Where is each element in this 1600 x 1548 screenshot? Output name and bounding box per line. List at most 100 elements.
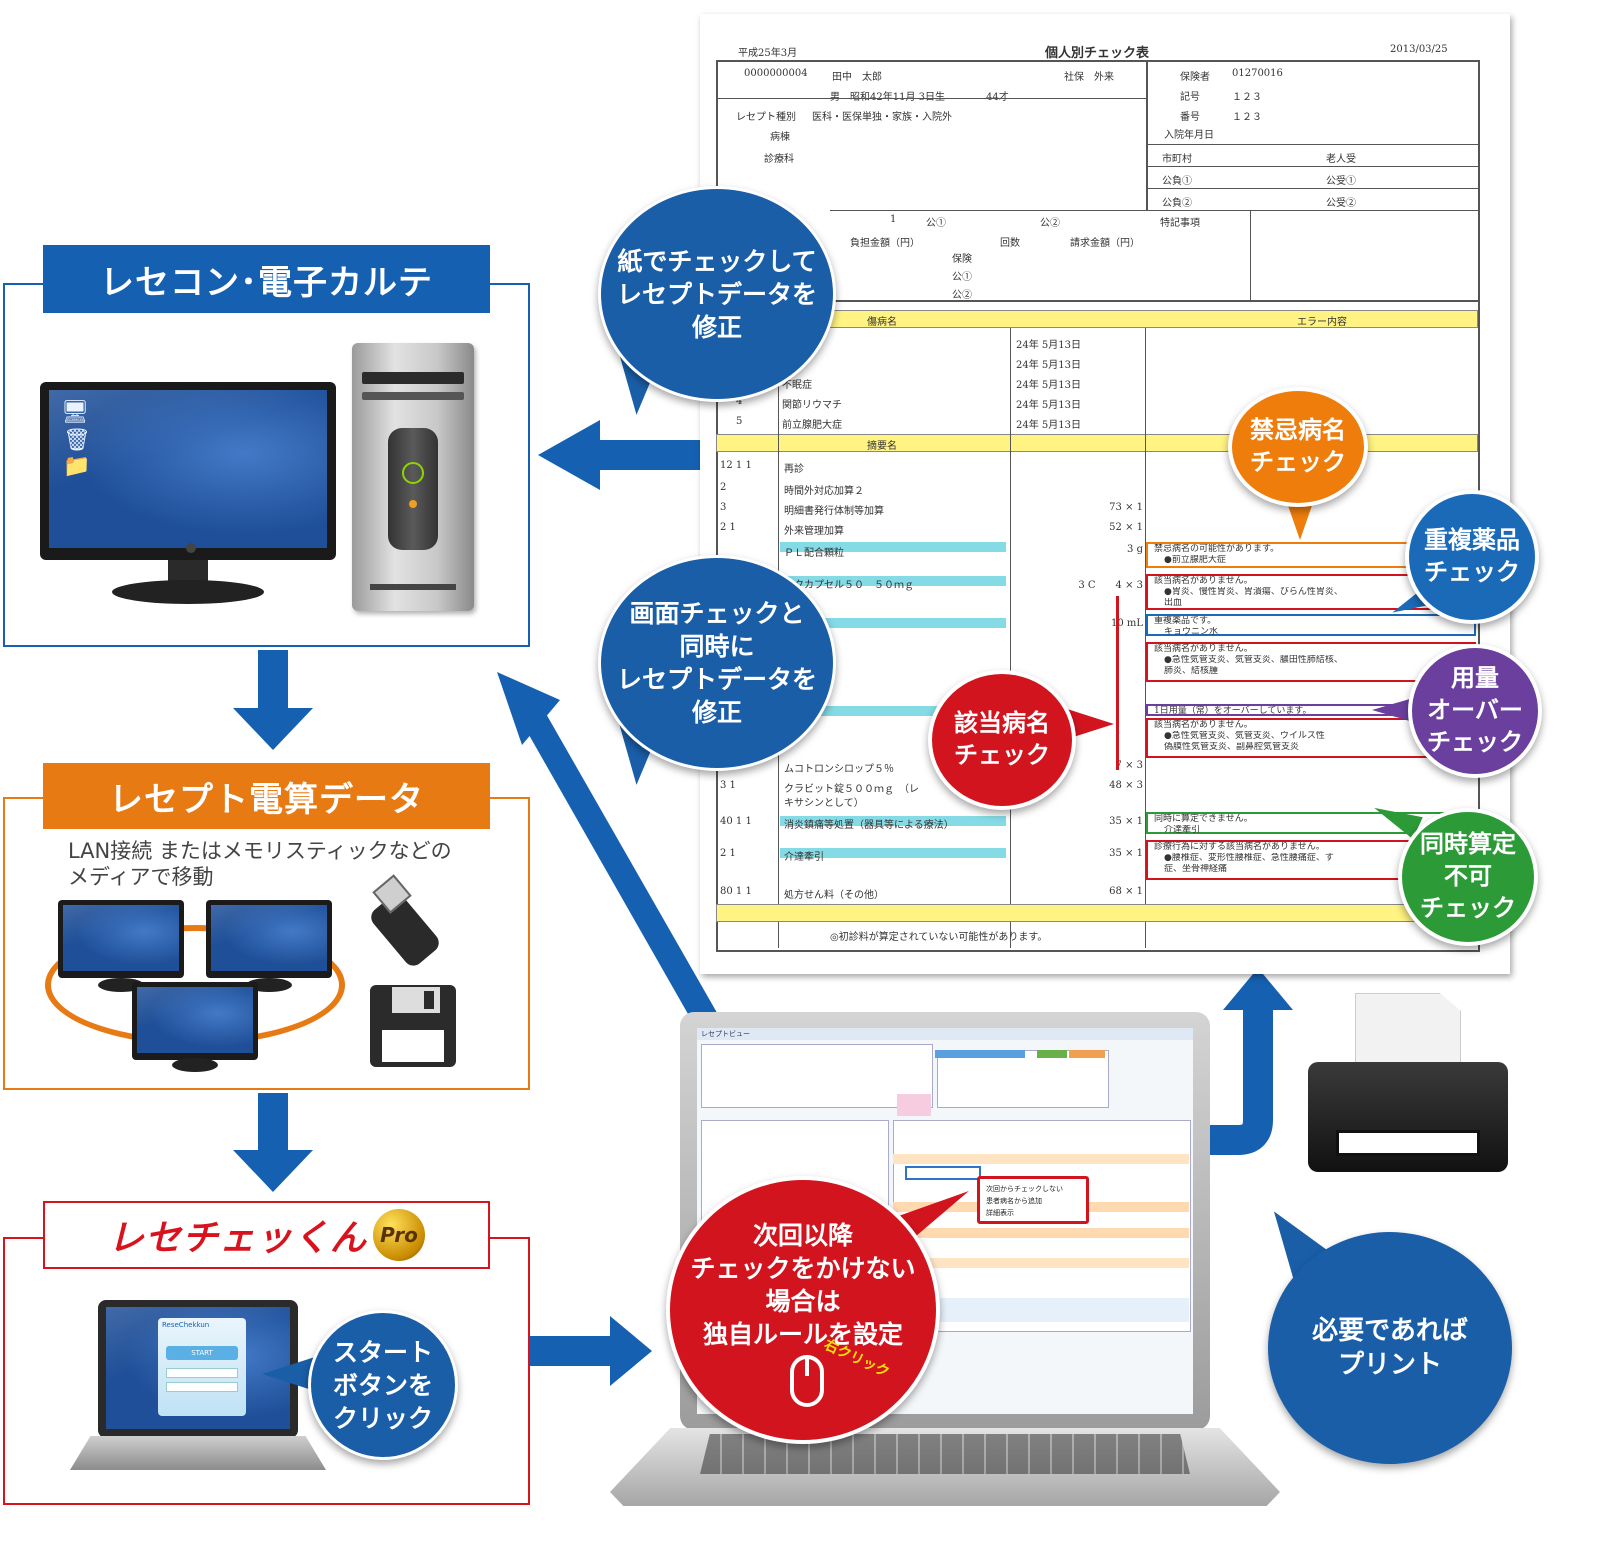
arrow-recon-to-densan-shaft [258,650,288,710]
treatment-row-code: 2 1 [720,848,736,859]
treatment-row-name: クラビット錠５００ｍｇ （レ [784,784,919,795]
recon-title: レセコン･電子カルテ [43,245,490,313]
doc-number-label: 番号 [1180,112,1200,123]
doc-col-burden: 負担金額（円） [850,238,920,249]
error-text-line1: 1日用量（常）をオーバーしています。 [1154,706,1312,716]
treatment-row-name: 再診 [784,464,804,475]
mouse-icon [790,1355,824,1407]
context-menu-item-skip[interactable]: 次回からチェックしない [986,1185,1063,1193]
doc-dept-label: 診療科 [764,154,794,165]
doc-special-label: 特記事項 [1160,218,1200,229]
doc-col-times: 回数 [1000,238,1020,249]
doc-error-header: エラー内容 [1297,317,1347,328]
start-window-row-2 [166,1382,238,1392]
tower-front-panel [388,428,438,550]
treatment-row-qty: 10 mL [1110,618,1143,629]
treatment-row-code: 80 1 1 [720,886,752,897]
doc-col-claim: 請求金額（円） [1070,238,1140,249]
disease-header-band: 傷病名 エラー内容 [716,310,1478,328]
doc-admit-label: 入院年月日 [1164,130,1214,141]
treatment-row-qty: 48 × 3 [1109,780,1143,791]
tag-douji-text: 同時算定 不可 チェック [1420,830,1516,922]
error-box: 同時に算定できません。介達牽引 [1146,812,1476,835]
bubble-paper-check-text: 紙でチェックして レセプトデータを 修正 [616,246,817,342]
densan-description-line1: LAN接続 またはメモリスティックなどの [68,839,452,863]
small-laptop-keyboard [70,1436,326,1470]
treatment-row-qty: 35 × 1 [1109,816,1143,827]
disease-row-date: 24年 5月13日 [1016,360,1081,371]
doc-disease-header: 傷病名 [867,317,897,328]
treatment-row-code: 2 [720,482,727,493]
arrow-laptop-to-recon-shaft [525,712,720,1035]
tower-drive-slot-2 [362,392,464,400]
doc-row-hoken: 保険 [952,254,972,265]
tag-youryou-check: 用量 オーバー チェック [1408,644,1542,778]
disease-row-date: 24年 5月13日 [1016,340,1081,351]
error-text-line1: 重複薬品です。 [1154,616,1217,626]
treatment-row-qty: 68 × 1 [1109,886,1143,897]
doc-row-pub2-top: 公② [1040,218,1060,229]
error-text-line2: ●胃炎、慢性胃炎、胃潰瘍、びらん性胃炎、 [1164,587,1343,597]
densan-description-line2: メディアで移動 [68,865,214,889]
network-monitor-1-screen [63,905,179,971]
folder-icon: 📁 [63,454,91,479]
treatment-row-name: 時間外対応加算２ [784,486,864,497]
densan-title: レセプト電算データ [43,763,490,829]
tower-led [409,500,417,508]
doc-pub1-recv: 公受① [1326,176,1356,187]
bubble-screen-check: 画面チェックと 同時に レセプトデータを 修正 [598,555,836,771]
error-text-line3: 肺炎、結核腫 [1164,666,1219,676]
doc-number: １２３ [1232,112,1262,123]
bubble-print-text: 必要であれば プリント [1312,1315,1468,1380]
laptop-patient-panel [701,1044,933,1108]
bubble-start-click-text: スタート ボタンを クリック [332,1337,433,1433]
doc-title: 個人別チェック表 [1045,46,1150,61]
arrow-rese-to-laptop-shaft [530,1336,612,1366]
doc-receipt-type-label: レセプト種別 [736,112,796,123]
treatment-row-name: キサシンとして） [784,798,864,809]
doc-city-label: 市町村 [1162,154,1192,165]
laptop-insurance-panel [937,1050,1109,1108]
context-menu-item-add-disease[interactable]: 患者病名から追加 [986,1197,1042,1205]
network-monitor-2-screen [211,905,327,971]
doc-insurer-no: 01270016 [1232,68,1283,79]
error-text-line1: 同時に算定できません。 [1154,814,1253,824]
treatment-row-code: 3 [720,502,727,513]
treatment-row-qty: 52 × 1 [1109,522,1143,533]
context-menu-popup[interactable]: 次回からチェックしない 患者病名から追加 詳細表示 [977,1176,1089,1224]
laptop-app-title: レセプトビュー [697,1028,1193,1040]
error-text-line3: 出血 [1164,598,1183,608]
disease-row-no: 4 [736,396,743,407]
error-box: 該当病名がありません。●急性気管支炎、気管支炎、膿田性肺結核、肺炎、結核腫 [1146,642,1476,682]
treatment-row-code: 2 1 [720,522,736,533]
treatment-row-code: 12 1 1 [720,460,752,471]
disease-row-date: 24年 5月13日 [1016,380,1081,391]
doc-ward-label: 病棟 [770,132,790,143]
printer-output-tray [1336,1130,1480,1156]
doc-treatment-header: 摘要名 [867,441,897,452]
doc-symbol: １２３ [1232,92,1262,103]
arrow-laptop-to-doc-head [1223,968,1293,1010]
doc-insurer-label: 保険者 [1180,72,1210,83]
treatment-row-name: ックカプセル５０ ５０ｍｇ [784,580,914,591]
error-text-line1: 禁忌病名の可能性があります。 [1154,544,1280,554]
arrow-recon-to-densan-head [233,708,313,750]
arrow-densan-to-rese-head [233,1150,313,1192]
treatment-row-qty: 7 × 3 [1115,760,1143,771]
desktop-monitor-screen: 🖥 🗑 📁 [49,390,327,548]
gaitou-connector [1116,596,1119,770]
disease-row-date: 24年 5月13日 [1016,400,1081,411]
network-monitor-3-stand [172,1058,218,1072]
treatment-row-name: 明細書発行体制等加算 [784,506,884,517]
computer-icon: 🖥 [61,400,89,425]
start-window-app-name: ReseChekkun [162,1321,210,1329]
disease-row-name: 前立腺肥大症 [782,420,842,431]
doc-patient-name: 田中 太郎 [832,72,882,83]
doc-receipt-type: 医科・医保単独・家族・入院外 [812,112,952,123]
doc-count1: 1 [890,214,897,225]
start-window-row-1 [166,1368,238,1378]
error-text-line2: ●前立腺肥大症 [1164,555,1226,565]
context-menu-item-detail[interactable]: 詳細表示 [986,1209,1014,1217]
start-button[interactable]: START [166,1346,238,1360]
floppy-label [382,1030,444,1062]
